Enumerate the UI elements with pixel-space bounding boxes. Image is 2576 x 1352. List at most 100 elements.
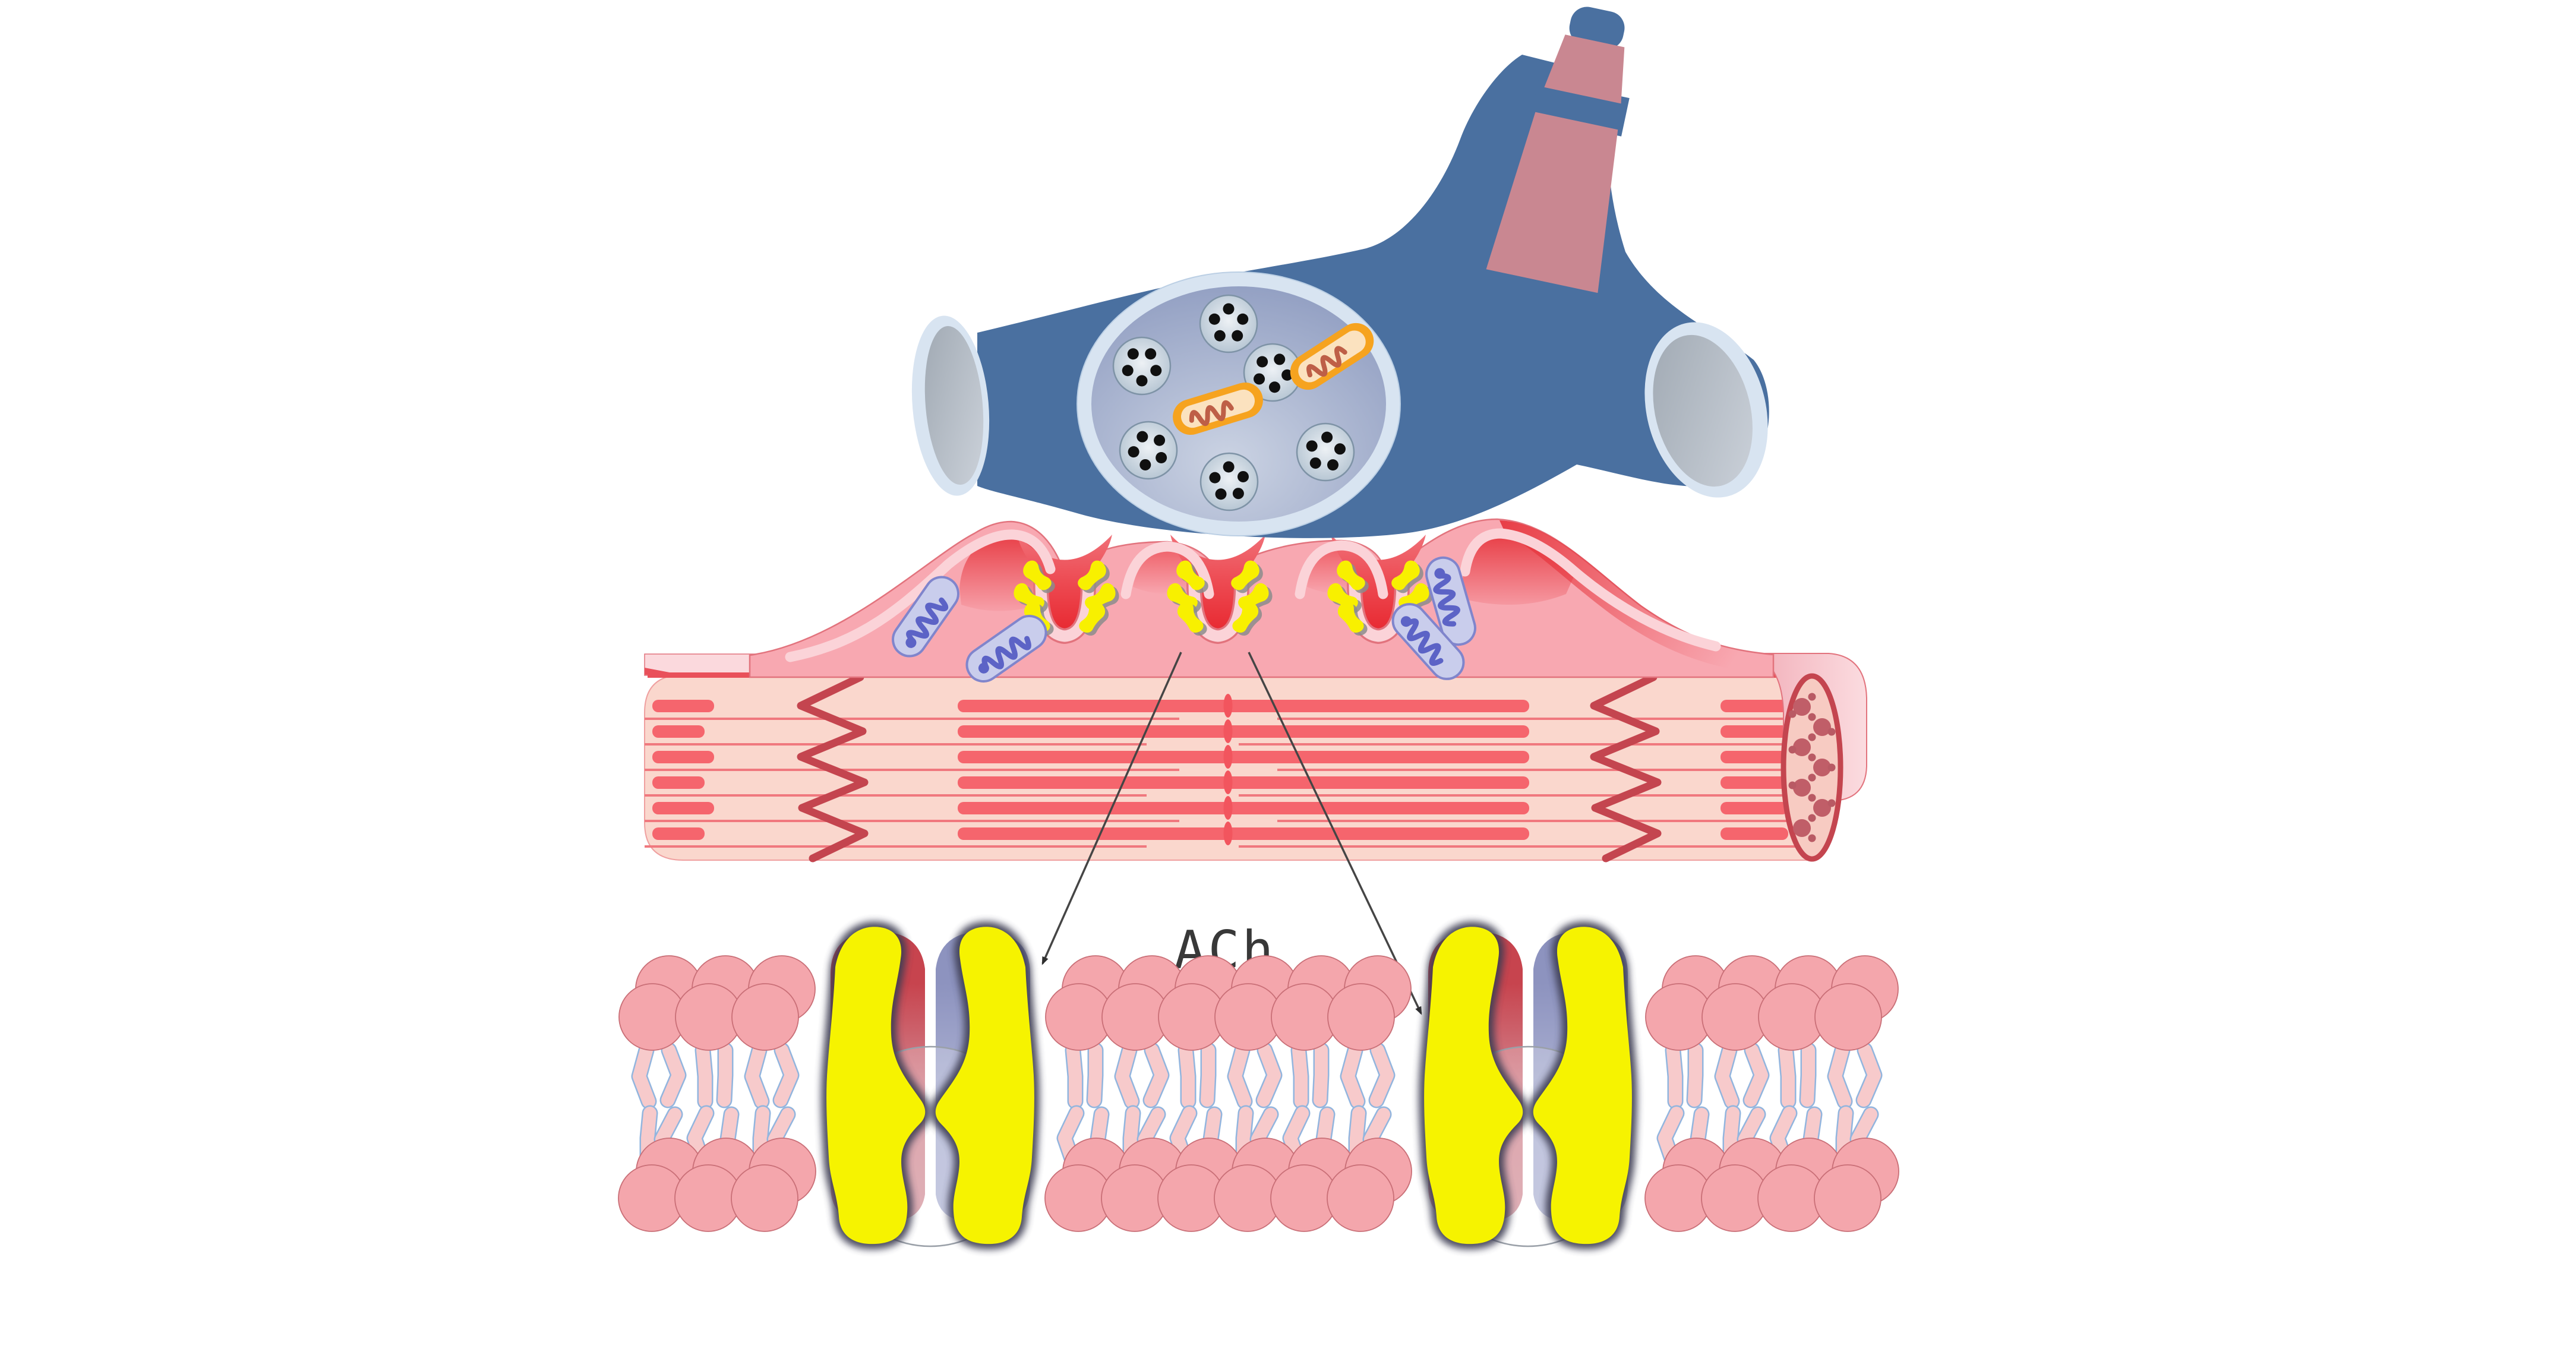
axon-tube-left (911, 315, 990, 496)
striation-line (1277, 718, 1812, 720)
striation-line (645, 769, 1179, 771)
neurotransmitter-dot (1327, 459, 1338, 471)
neurotransmitter-dot (1214, 330, 1226, 342)
myofibril-band (958, 776, 1529, 789)
myofibril-stub-left (652, 802, 714, 814)
neurotransmitter-dot (1223, 303, 1235, 315)
m-line-lens (1223, 745, 1233, 769)
neurotransmitter-dot (1232, 330, 1243, 342)
myofibril-band (958, 802, 1529, 814)
synaptic-vesicle-icon (1199, 452, 1259, 511)
myofibril-dot-small (1808, 733, 1816, 741)
myofibril-dot-small (1827, 799, 1836, 807)
end-plate-right-red-band (1499, 520, 1774, 675)
vesicle-membrane (1199, 294, 1258, 353)
neurotransmitter-dot (1268, 381, 1280, 393)
synaptic-vesicle-icon (1296, 422, 1355, 482)
lipid-head (731, 983, 799, 1051)
lipid-tail (746, 1044, 768, 1108)
lipid-tail (1088, 1044, 1102, 1107)
muscle-fiber (644, 653, 1867, 863)
lipid-heads (618, 955, 1899, 1232)
myofibril-dot-small (1788, 746, 1797, 754)
myofibril-dot-small (1827, 763, 1836, 772)
myofibril-dot-small (1808, 834, 1816, 842)
lipid-tail (1144, 1044, 1168, 1107)
myofibril-stub-right (1721, 700, 1788, 712)
lipid-tail (1229, 1044, 1251, 1108)
striation-line (1239, 743, 1812, 746)
z-line-zigzag-left (797, 673, 869, 863)
motor-end-plate (749, 518, 1775, 688)
mound-wall-band (1120, 541, 1214, 599)
vesicle-membrane (1112, 336, 1172, 396)
myofibril-dot-large (1793, 698, 1811, 716)
ach-receptor-channel-left (826, 927, 1034, 1246)
lipid-tail (1179, 1044, 1195, 1108)
synaptic-vesicles (1112, 294, 1355, 511)
lipid-tail (1688, 1044, 1702, 1107)
myofibril-dot-large (1793, 779, 1811, 797)
myofibril-dot-large (1813, 718, 1831, 736)
lipid-tail (1779, 1044, 1795, 1108)
striations (645, 694, 1812, 848)
lipid-tail (1066, 1044, 1082, 1108)
myofibril-stub-left (652, 751, 714, 763)
striation-line (1239, 794, 1812, 797)
myofibril-stub-right (1721, 776, 1788, 789)
neurotransmitter-dot (1209, 472, 1221, 484)
striation-line (1239, 845, 1812, 848)
m-line-lens (1223, 822, 1233, 845)
mound-wall-band (1295, 540, 1388, 599)
myofibril-dot-small (1808, 773, 1816, 782)
mound-wall-band (1460, 528, 1721, 652)
neurotransmitter-dot (1128, 446, 1139, 458)
myofibril-stub-right (1721, 802, 1788, 814)
myofibril-stub-left (652, 827, 705, 840)
z-line-zigzag-right (1590, 673, 1662, 863)
myofibril-dot-small (1827, 728, 1836, 736)
neurotransmitter-dot (1257, 356, 1268, 368)
lipid-tail (1744, 1044, 1768, 1107)
myofibril-stub-left (652, 725, 705, 738)
myelin-sheath-icon (1486, 7, 1630, 293)
neurotransmitter-dot (1127, 348, 1139, 360)
myofibril-stub-right (1721, 827, 1788, 840)
neurotransmitter-dot (1281, 369, 1293, 381)
neurotransmitter-dot (1274, 353, 1286, 365)
synaptic-vesicle-icon (1119, 421, 1178, 480)
lipid-head (1327, 983, 1395, 1051)
lipid-tail (1341, 1044, 1364, 1108)
striation-line (645, 794, 1147, 797)
neurotransmitter-dot (1306, 440, 1318, 452)
myofibril-dot-large (1793, 738, 1811, 756)
striation-line (645, 820, 1179, 822)
neurotransmitter-dot (1139, 459, 1151, 470)
lipid-tail (1201, 1044, 1215, 1107)
neurotransmitter-dot (1137, 431, 1148, 443)
m-line-lens (1223, 694, 1233, 718)
neurotransmitter-dot (1223, 461, 1235, 473)
myofibril-dot-small (1808, 713, 1816, 721)
lipid-head (731, 1164, 798, 1232)
ach-receptor-channel-right (1424, 927, 1632, 1246)
neurotransmitter-dot (1208, 313, 1220, 325)
lipid-tail (1370, 1044, 1394, 1107)
lipid-head (1814, 1164, 1882, 1232)
lipid-tail (1801, 1044, 1815, 1107)
myofibril-band (958, 751, 1529, 763)
neurotransmitter-dot (1232, 488, 1244, 500)
lipid-tail (696, 1044, 712, 1108)
m-line-lens (1223, 770, 1233, 794)
synaptic-vesicle-icon (1199, 294, 1258, 353)
lipid-tail (661, 1044, 685, 1107)
neurotransmitter-dot (1254, 373, 1265, 385)
phospholipid-bilayer (618, 927, 1899, 1246)
myofibril-stub-right (1721, 751, 1788, 763)
neurotransmitter-dot (1122, 365, 1134, 377)
axon-tube-right (1644, 322, 1768, 498)
myelin-segment (1486, 112, 1618, 293)
fiber-cross-section (1781, 673, 1843, 862)
neurotransmitter-dot (1237, 313, 1249, 325)
